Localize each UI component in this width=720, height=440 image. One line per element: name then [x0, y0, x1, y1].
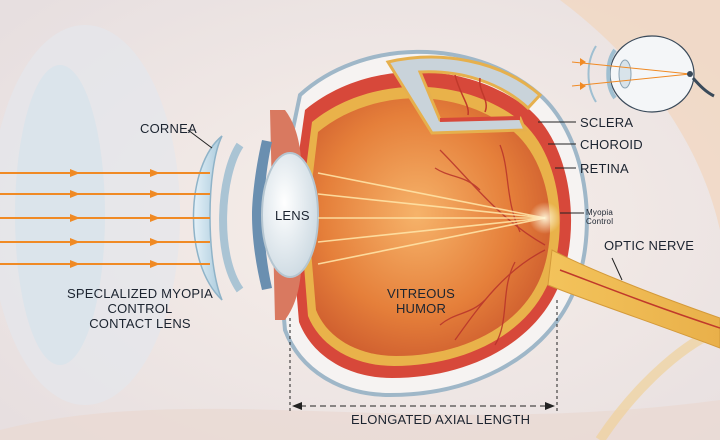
vitreous-humor-label: VITREOUS HUMOR — [376, 286, 466, 316]
optic-nerve-label: OPTIC NERVE — [604, 238, 695, 253]
focal-point — [529, 202, 561, 234]
lens — [261, 152, 319, 278]
cutaway-vessels — [454, 74, 487, 116]
cornea — [219, 142, 244, 293]
myopia-control-label: Myopia Control — [586, 208, 613, 226]
sclera-label: SCLERA — [580, 115, 634, 130]
optic-nerve-vessel — [559, 269, 720, 329]
vitreous-humor — [308, 98, 551, 356]
incoming-light-rays — [0, 172, 210, 265]
myopia-control-line2: Control — [586, 217, 614, 226]
leader-lines — [187, 121, 623, 281]
ray-arrowheads — [70, 169, 160, 268]
background-tissue-bottom — [0, 400, 720, 440]
axial-length-label: ELONGATED AXIAL LENGTH — [351, 412, 531, 427]
optic-nerve — [547, 249, 720, 349]
axial-arrow-left — [292, 402, 302, 410]
focused-light-rays — [317, 172, 546, 265]
contact-lens-line2: CONTROL — [107, 301, 173, 316]
choroid-label: CHOROID — [580, 137, 643, 152]
inset-eye-diagram — [571, 35, 715, 113]
lens-label: LENS — [275, 208, 310, 223]
cornea-label: CORNEA — [140, 121, 197, 136]
axial-length-dimension — [289, 300, 558, 412]
myopia-control-line1: Myopia — [586, 208, 613, 217]
retina-label: RETINA — [580, 161, 629, 176]
vitreous-line2: HUMOR — [395, 301, 447, 316]
retinal-vessels — [434, 144, 546, 346]
axial-arrow-right — [545, 402, 555, 410]
contact-lens-line3: CONTACT LENS — [89, 316, 191, 331]
cutaway-choroid-edge — [439, 116, 521, 122]
contact-lens-line1: SPECLALIZED MYOPIA — [67, 286, 213, 301]
contact-lens-label: SPECLALIZED MYOPIA CONTROL CONTACT LENS — [60, 286, 220, 331]
background-cornea-shape — [15, 65, 105, 365]
vitreous-line1: VITREOUS — [386, 286, 456, 301]
cutaway-layer-section — [385, 55, 543, 135]
